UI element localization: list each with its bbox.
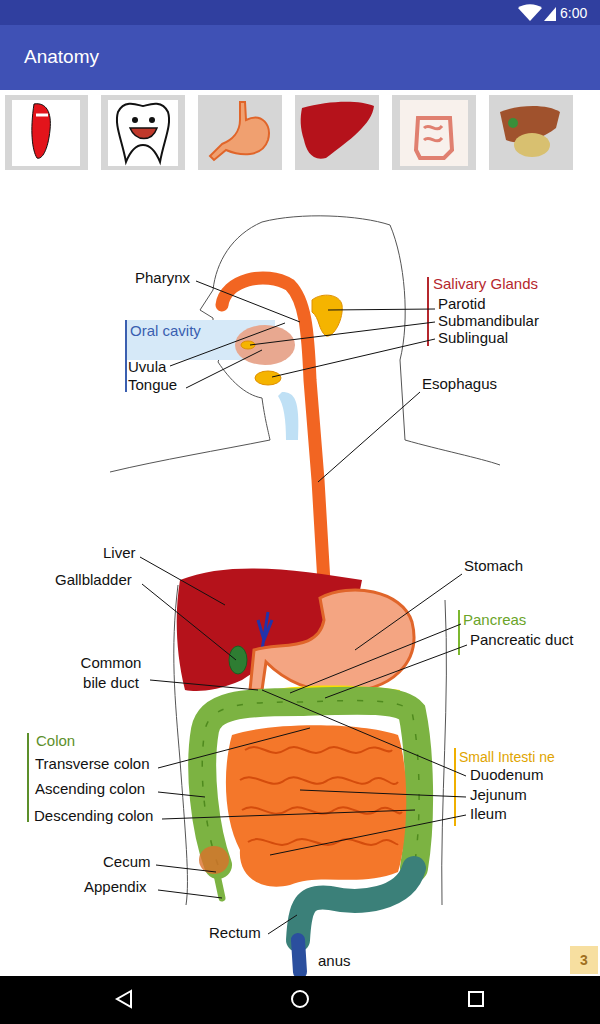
page-badge [570,946,598,974]
group-heading: Salivary Glands [433,275,538,293]
app-title: Anatomy [24,45,99,69]
organ-label: Common bile duct [74,653,148,693]
organ-label: Cecum [103,853,151,871]
group-heading: Pancreas [463,611,526,629]
organ-label: Submandibular [438,312,539,330]
page-number: 3 [570,951,598,969]
organ-label: Parotid [438,295,486,313]
organ-label: Uvula [128,358,166,376]
organ-label: Liver [103,544,136,562]
organ-label: Ileum [470,805,507,823]
organ-label: Pharynx [135,269,190,287]
organ-label: Esophagus [422,375,497,393]
organ-label: Jejunum [470,786,527,804]
organ-label: Duodenum [470,766,543,784]
organ-label: Stomach [464,557,523,575]
group-heading: Small Intesti ne [459,748,555,766]
group-heading: Colon [36,732,75,750]
organ-label: Rectum [209,924,261,942]
organ-label: anus [318,952,351,970]
organ-label: Transverse colon [35,755,150,773]
status-time: 6:00 [560,4,587,22]
status-bar [0,0,600,25]
thumbnail-row [5,95,573,170]
leader-lines [140,281,467,934]
app-bar [0,25,600,90]
organ-label: Tongue [128,376,177,394]
organ-label: Pancreatic duct [470,631,573,649]
region-label: Oral cavity [130,322,201,340]
organ-label: Sublingual [438,329,508,347]
organ-label: Appendix [84,878,147,896]
status-icons [518,4,556,21]
organ-label: Gallbladder [55,571,132,589]
nav-icons [117,991,483,1007]
organ-label: Descending colon [34,807,153,825]
intestine-folds [240,747,402,845]
nav-bar [0,976,600,1024]
organ-label: Ascending colon [35,780,145,798]
